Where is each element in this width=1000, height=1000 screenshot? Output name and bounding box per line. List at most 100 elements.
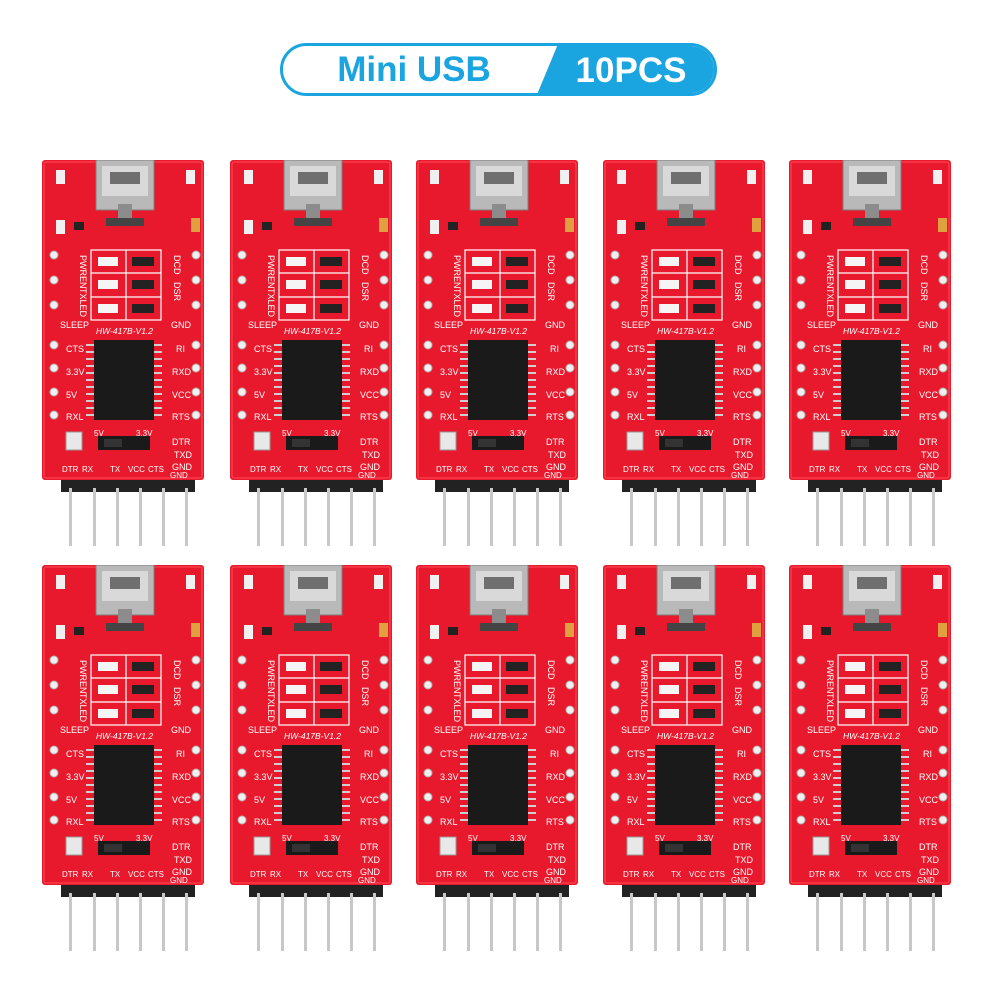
label-gnd-2: GND: [172, 462, 193, 472]
ftdi-chip: [460, 745, 536, 825]
label-sleep: SLEEP: [434, 320, 463, 330]
ftdi-board-graphic: PWREN TXLED SLEEP CTS 3.3V 5V RXL DCD DS…: [416, 160, 578, 546]
label-5v: 5V: [66, 390, 77, 400]
pin-label-cts: CTS: [148, 465, 164, 474]
jumper-5v-label: 5V: [94, 834, 104, 843]
label-dcd: DCD: [360, 255, 370, 275]
label-3v3: 3.3V: [627, 367, 646, 377]
pin-label-tx: TX: [857, 465, 868, 474]
pin-label-rx: RX: [829, 870, 841, 879]
ftdi-board-graphic: PWREN TXLED SLEEP CTS 3.3V 5V RXL DCD DS…: [789, 160, 951, 546]
label-sleep: SLEEP: [248, 320, 277, 330]
pin-label-rx: RX: [456, 465, 468, 474]
pin-label-dtr: DTR: [623, 465, 640, 474]
label-ri: RI: [176, 344, 185, 354]
ftdi-module-1: PWREN TXLED SLEEP CTS 3.3V 5V RXL DCD DS…: [36, 160, 206, 560]
label-txd: TXD: [548, 855, 567, 865]
header-pins: [61, 476, 195, 546]
pin-holes: [423, 655, 575, 825]
label-ri: RI: [550, 749, 559, 759]
board-model-label: HW-417B-V1.2: [96, 326, 153, 336]
label-dcd: DCD: [919, 255, 929, 275]
pin-label-cts: CTS: [895, 870, 911, 879]
pin-label-rx: RX: [82, 465, 94, 474]
label-pwren: PWREN: [452, 660, 462, 694]
board-model-label: HW-417B-V1.2: [96, 731, 153, 741]
label-txled: TXLED: [78, 693, 88, 723]
voltage-jumper: [98, 436, 150, 450]
label-dsr: DSR: [172, 282, 182, 302]
pin-label-rx: RX: [829, 465, 841, 474]
led-resistor-grid: [651, 654, 723, 726]
pin-label-gnd: GND: [170, 876, 188, 885]
label-vcc: VCC: [546, 390, 566, 400]
label-rxd: RXD: [546, 367, 566, 377]
label-rts: RTS: [360, 412, 378, 422]
pin-label-vcc: VCC: [128, 870, 145, 879]
board-model-label: HW-417B-V1.2: [843, 326, 900, 336]
ftdi-module-2: PWREN TXLED SLEEP CTS 3.3V 5V RXL DCD DS…: [224, 160, 394, 560]
pin-label-vcc: VCC: [316, 870, 333, 879]
label-txd: TXD: [921, 855, 940, 865]
label-dtr: DTR: [733, 437, 752, 447]
label-rts: RTS: [733, 817, 751, 827]
pin-label-tx: TX: [110, 465, 121, 474]
header-pins: [61, 881, 195, 951]
label-gnd: GND: [732, 725, 753, 735]
pin-label-vcc: VCC: [502, 870, 519, 879]
label-txd: TXD: [921, 450, 940, 460]
label-dsr: DSR: [733, 687, 743, 707]
label-gnd-2: GND: [546, 867, 567, 877]
label-dsr: DSR: [733, 282, 743, 302]
label-vcc: VCC: [360, 795, 380, 805]
label-5v: 5V: [440, 795, 451, 805]
label-pwren: PWREN: [78, 660, 88, 694]
label-dsr: DSR: [919, 282, 929, 302]
ftdi-board-graphic: PWREN TXLED SLEEP CTS 3.3V 5V RXL DCD DS…: [230, 565, 392, 951]
pin-label-dtr: DTR: [436, 465, 453, 474]
ftdi-board-graphic: PWREN TXLED SLEEP CTS 3.3V 5V RXL DCD DS…: [42, 160, 204, 546]
jumper-3v3-label: 3.3V: [324, 429, 341, 438]
label-5v: 5V: [440, 390, 451, 400]
led-resistor-grid: [90, 654, 162, 726]
label-pwren: PWREN: [78, 255, 88, 289]
header-pins: [622, 881, 756, 951]
label-cts: CTS: [254, 749, 272, 759]
label-dtr: DTR: [360, 437, 379, 447]
label-pwren: PWREN: [266, 660, 276, 694]
label-dtr: DTR: [172, 437, 191, 447]
label-rxd: RXD: [733, 367, 753, 377]
label-gnd-2: GND: [172, 867, 193, 877]
ftdi-module-6: PWREN TXLED SLEEP CTS 3.3V 5V RXL DCD DS…: [36, 565, 206, 965]
label-3v3: 3.3V: [813, 367, 832, 377]
label-dcd: DCD: [919, 660, 929, 680]
jumper-3v3-label: 3.3V: [510, 834, 527, 843]
label-gnd-2: GND: [919, 462, 940, 472]
label-cts: CTS: [813, 344, 831, 354]
pin-label-rx: RX: [82, 870, 94, 879]
led-resistor-grid: [278, 654, 350, 726]
label-gnd: GND: [918, 320, 939, 330]
label-dcd: DCD: [546, 660, 556, 680]
ftdi-board-graphic: PWREN TXLED SLEEP CTS 3.3V 5V RXL DCD DS…: [230, 160, 392, 546]
pin-label-vcc: VCC: [502, 465, 519, 474]
label-rts: RTS: [733, 412, 751, 422]
pin-label-gnd: GND: [731, 876, 749, 885]
label-rxd: RXD: [733, 772, 753, 782]
label-rxd: RXD: [172, 367, 192, 377]
label-rxl: RXL: [254, 412, 272, 422]
pin-holes: [423, 250, 575, 420]
board-model-label: HW-417B-V1.2: [284, 326, 341, 336]
label-dtr: DTR: [172, 842, 191, 852]
label-gnd-2: GND: [733, 462, 754, 472]
pin-label-tx: TX: [298, 465, 309, 474]
pin-label-gnd: GND: [544, 471, 562, 480]
label-sleep: SLEEP: [248, 725, 277, 735]
label-5v: 5V: [66, 795, 77, 805]
pin-label-tx: TX: [484, 465, 495, 474]
pin-label-cts: CTS: [709, 465, 725, 474]
label-rxl: RXL: [66, 412, 84, 422]
mini-usb-connector: [283, 160, 343, 226]
ftdi-chip: [647, 340, 723, 420]
board-model-label: HW-417B-V1.2: [470, 326, 527, 336]
